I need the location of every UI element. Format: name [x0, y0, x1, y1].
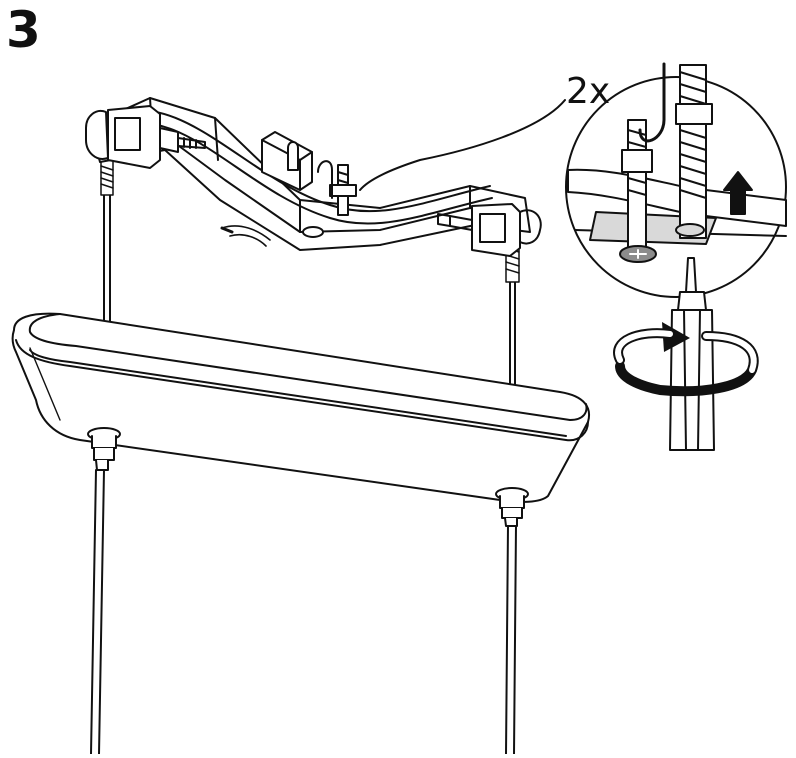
ceiling-canopy — [11, 312, 590, 503]
left-lower-cable — [90, 469, 97, 755]
screwdriver-icon — [669, 257, 715, 451]
mounting-bracket — [89, 97, 531, 251]
left-terminal-block — [85, 105, 206, 169]
loose-wires — [220, 225, 271, 247]
canopy-cable-glands — [87, 427, 529, 527]
quantity-label: 2x — [566, 71, 611, 112]
rotate-clockwise-icon — [613, 322, 759, 397]
right-terminal-block — [437, 203, 542, 257]
step-number: 3 — [6, 1, 41, 59]
center-bolts — [287, 141, 357, 238]
suspension-wires — [90, 184, 517, 755]
arrow-up-icon — [723, 171, 753, 215]
right-lower-cable — [505, 524, 509, 755]
